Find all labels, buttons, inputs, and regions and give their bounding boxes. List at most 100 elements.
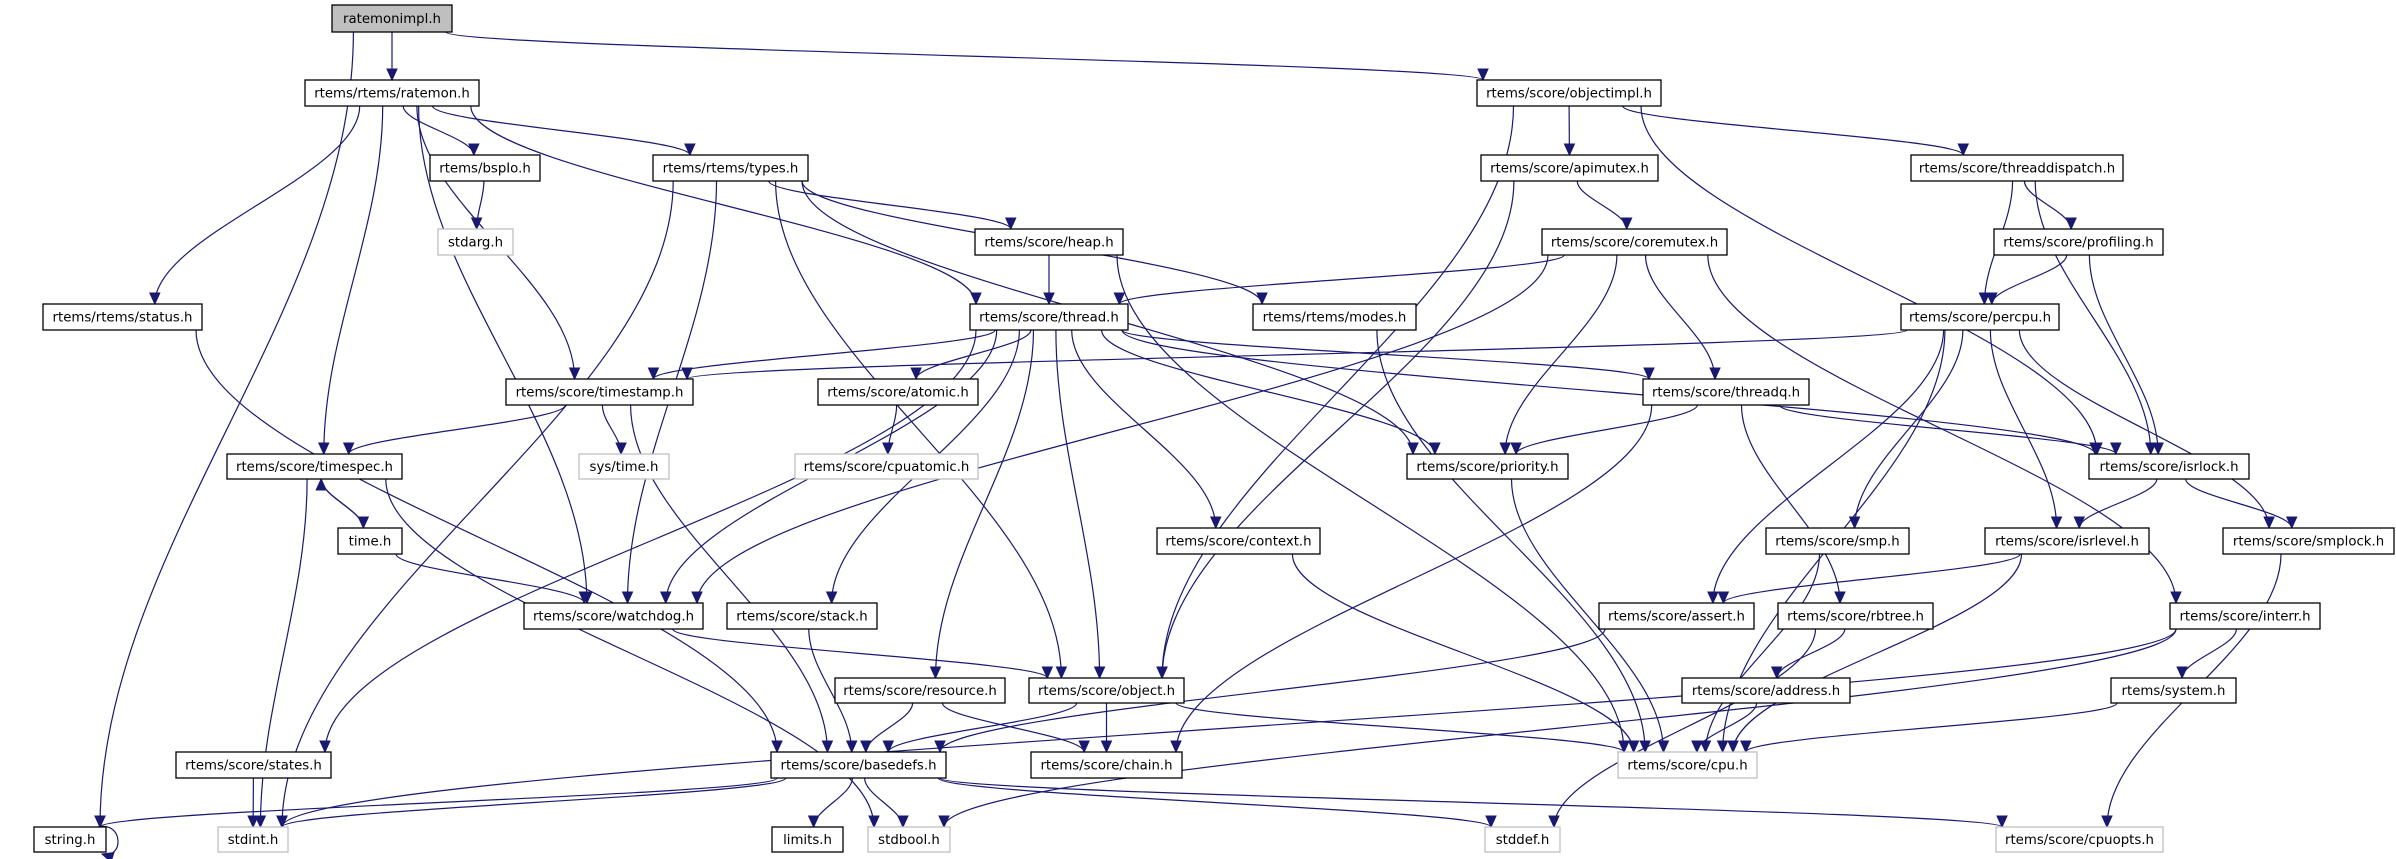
node-watchdog[interactable]: rtems/score/watchdog.h [523,602,704,630]
node-coremutex[interactable]: rtems/score/coremutex.h [1541,228,1728,256]
node-box[interactable] [1480,154,1659,182]
node-box[interactable] [505,378,694,406]
node-box[interactable] [1910,154,2124,182]
node-apimutex[interactable]: rtems/score/apimutex.h [1480,154,1659,182]
node-states[interactable]: rtems/score/states.h [175,751,332,779]
node-box[interactable] [1476,79,1662,107]
node-types[interactable]: rtems/rtems/types.h [652,154,809,182]
node-stdint[interactable]: stdint.h [217,826,289,853]
node-box[interactable] [817,378,979,406]
node-box[interactable] [794,453,979,480]
node-isrlock[interactable]: rtems/score/isrlock.h [2088,453,2250,480]
node-box[interactable] [771,826,844,853]
node-box[interactable] [2110,677,2237,704]
node-resource[interactable]: rtems/score/resource.h [834,677,1006,704]
node-objectimpl[interactable]: rtems/score/objectimpl.h [1476,79,1662,107]
node-threaddispatch[interactable]: rtems/score/threaddispatch.h [1910,154,2124,182]
node-object[interactable]: rtems/score/object.h [1028,677,1185,704]
node-box[interactable] [304,79,480,107]
node-timestamp[interactable]: rtems/score/timestamp.h [505,378,694,406]
node-profiling[interactable]: rtems/score/profiling.h [1993,228,2164,256]
node-box[interactable] [331,4,453,33]
node-box[interactable] [42,303,203,331]
node-box[interactable] [175,751,332,779]
node-percpu[interactable]: rtems/score/percpu.h [1900,303,2060,331]
node-ratemonimpl[interactable]: ratemonimpl.h [331,4,453,33]
node-box[interactable] [33,826,107,853]
node-box[interactable] [1406,453,1569,480]
node-cpu[interactable]: rtems/score/cpu.h [1617,751,1758,779]
node-stack[interactable]: rtems/score/stack.h [726,602,878,630]
edge-basedefs-to-string [94,777,778,829]
node-stddef[interactable]: stddef.h [1484,826,1561,853]
node-box[interactable] [1993,228,2164,256]
node-string[interactable]: string.h [33,826,107,853]
node-basedefs[interactable]: rtems/score/basedefs.h [770,751,947,779]
node-address[interactable]: rtems/score/address.h [1681,677,1851,704]
node-label: rtems/score/watchdog.h [533,610,694,625]
node-box[interactable] [1252,303,1417,331]
node-chain[interactable]: rtems/score/chain.h [1030,751,1183,779]
node-box[interactable] [1156,527,1321,555]
node-box[interactable] [217,826,289,853]
node-box[interactable] [578,453,670,480]
node-box[interactable] [429,154,541,182]
node-priority[interactable]: rtems/score/priority.h [1406,453,1569,480]
node-atomic[interactable]: rtems/score/atomic.h [817,378,979,406]
node-cpuatomic[interactable]: rtems/score/cpuatomic.h [794,453,979,480]
node-bspio[interactable]: rtems/bspIo.h [429,154,541,182]
node-label: rtems/bspIo.h [439,162,531,177]
node-box[interactable] [1617,751,1758,779]
node-label: rtems/score/cpuopts.h [2005,833,2154,848]
node-time[interactable]: time.h [337,527,403,555]
node-box[interactable] [1028,677,1185,704]
edge-basedefs-to-cpuopts [939,777,2008,829]
node-smp[interactable]: rtems/score/smp.h [1765,527,1910,555]
node-box[interactable] [867,826,951,853]
node-box[interactable] [834,677,1006,704]
node-box[interactable] [1541,228,1728,256]
node-box[interactable] [337,527,403,555]
node-box[interactable] [974,228,1124,256]
node-box[interactable] [437,228,514,256]
node-box[interactable] [1598,602,1755,630]
node-box[interactable] [1765,527,1910,555]
node-ratemon[interactable]: rtems/rtems/ratemon.h [304,79,480,107]
node-timespec[interactable]: rtems/score/timespec.h [226,453,403,480]
node-stdarg[interactable]: stdarg.h [437,228,514,256]
node-context[interactable]: rtems/score/context.h [1156,527,1321,555]
node-rbtree[interactable]: rtems/score/rbtree.h [1777,602,1934,630]
node-box[interactable] [1642,378,1810,406]
node-box[interactable] [2169,602,2321,630]
node-box[interactable] [1984,527,2150,555]
node-isrlevel[interactable]: rtems/score/isrlevel.h [1984,527,2150,555]
node-box[interactable] [1995,826,2164,853]
node-stdbool[interactable]: stdbool.h [867,826,951,853]
node-thread[interactable]: rtems/score/thread.h [969,303,1129,331]
node-box[interactable] [726,602,878,630]
node-box[interactable] [1681,677,1851,704]
node-system[interactable]: rtems/system.h [2110,677,2237,704]
node-modes[interactable]: rtems/rtems/modes.h [1252,303,1417,331]
node-label: rtems/score/isrlevel.h [1995,535,2139,550]
node-box[interactable] [770,751,947,779]
node-box[interactable] [2222,527,2395,555]
node-cpuopts[interactable]: rtems/score/cpuopts.h [1995,826,2164,853]
node-threadq[interactable]: rtems/score/threadq.h [1642,378,1810,406]
node-systime[interactable]: sys/time.h [578,453,670,480]
node-box[interactable] [1030,751,1183,779]
node-box[interactable] [1484,826,1561,853]
node-interr[interactable]: rtems/score/interr.h [2169,602,2321,630]
node-box[interactable] [1777,602,1934,630]
node-assert[interactable]: rtems/score/assert.h [1598,602,1755,630]
node-box[interactable] [523,602,704,630]
node-box[interactable] [652,154,809,182]
node-limits[interactable]: limits.h [771,826,844,853]
node-box[interactable] [226,453,403,480]
node-box[interactable] [969,303,1129,331]
node-box[interactable] [2088,453,2250,480]
node-status[interactable]: rtems/rtems/status.h [42,303,203,331]
node-smplock[interactable]: rtems/score/smplock.h [2222,527,2395,555]
node-heap[interactable]: rtems/score/heap.h [974,228,1124,256]
node-box[interactable] [1900,303,2060,331]
